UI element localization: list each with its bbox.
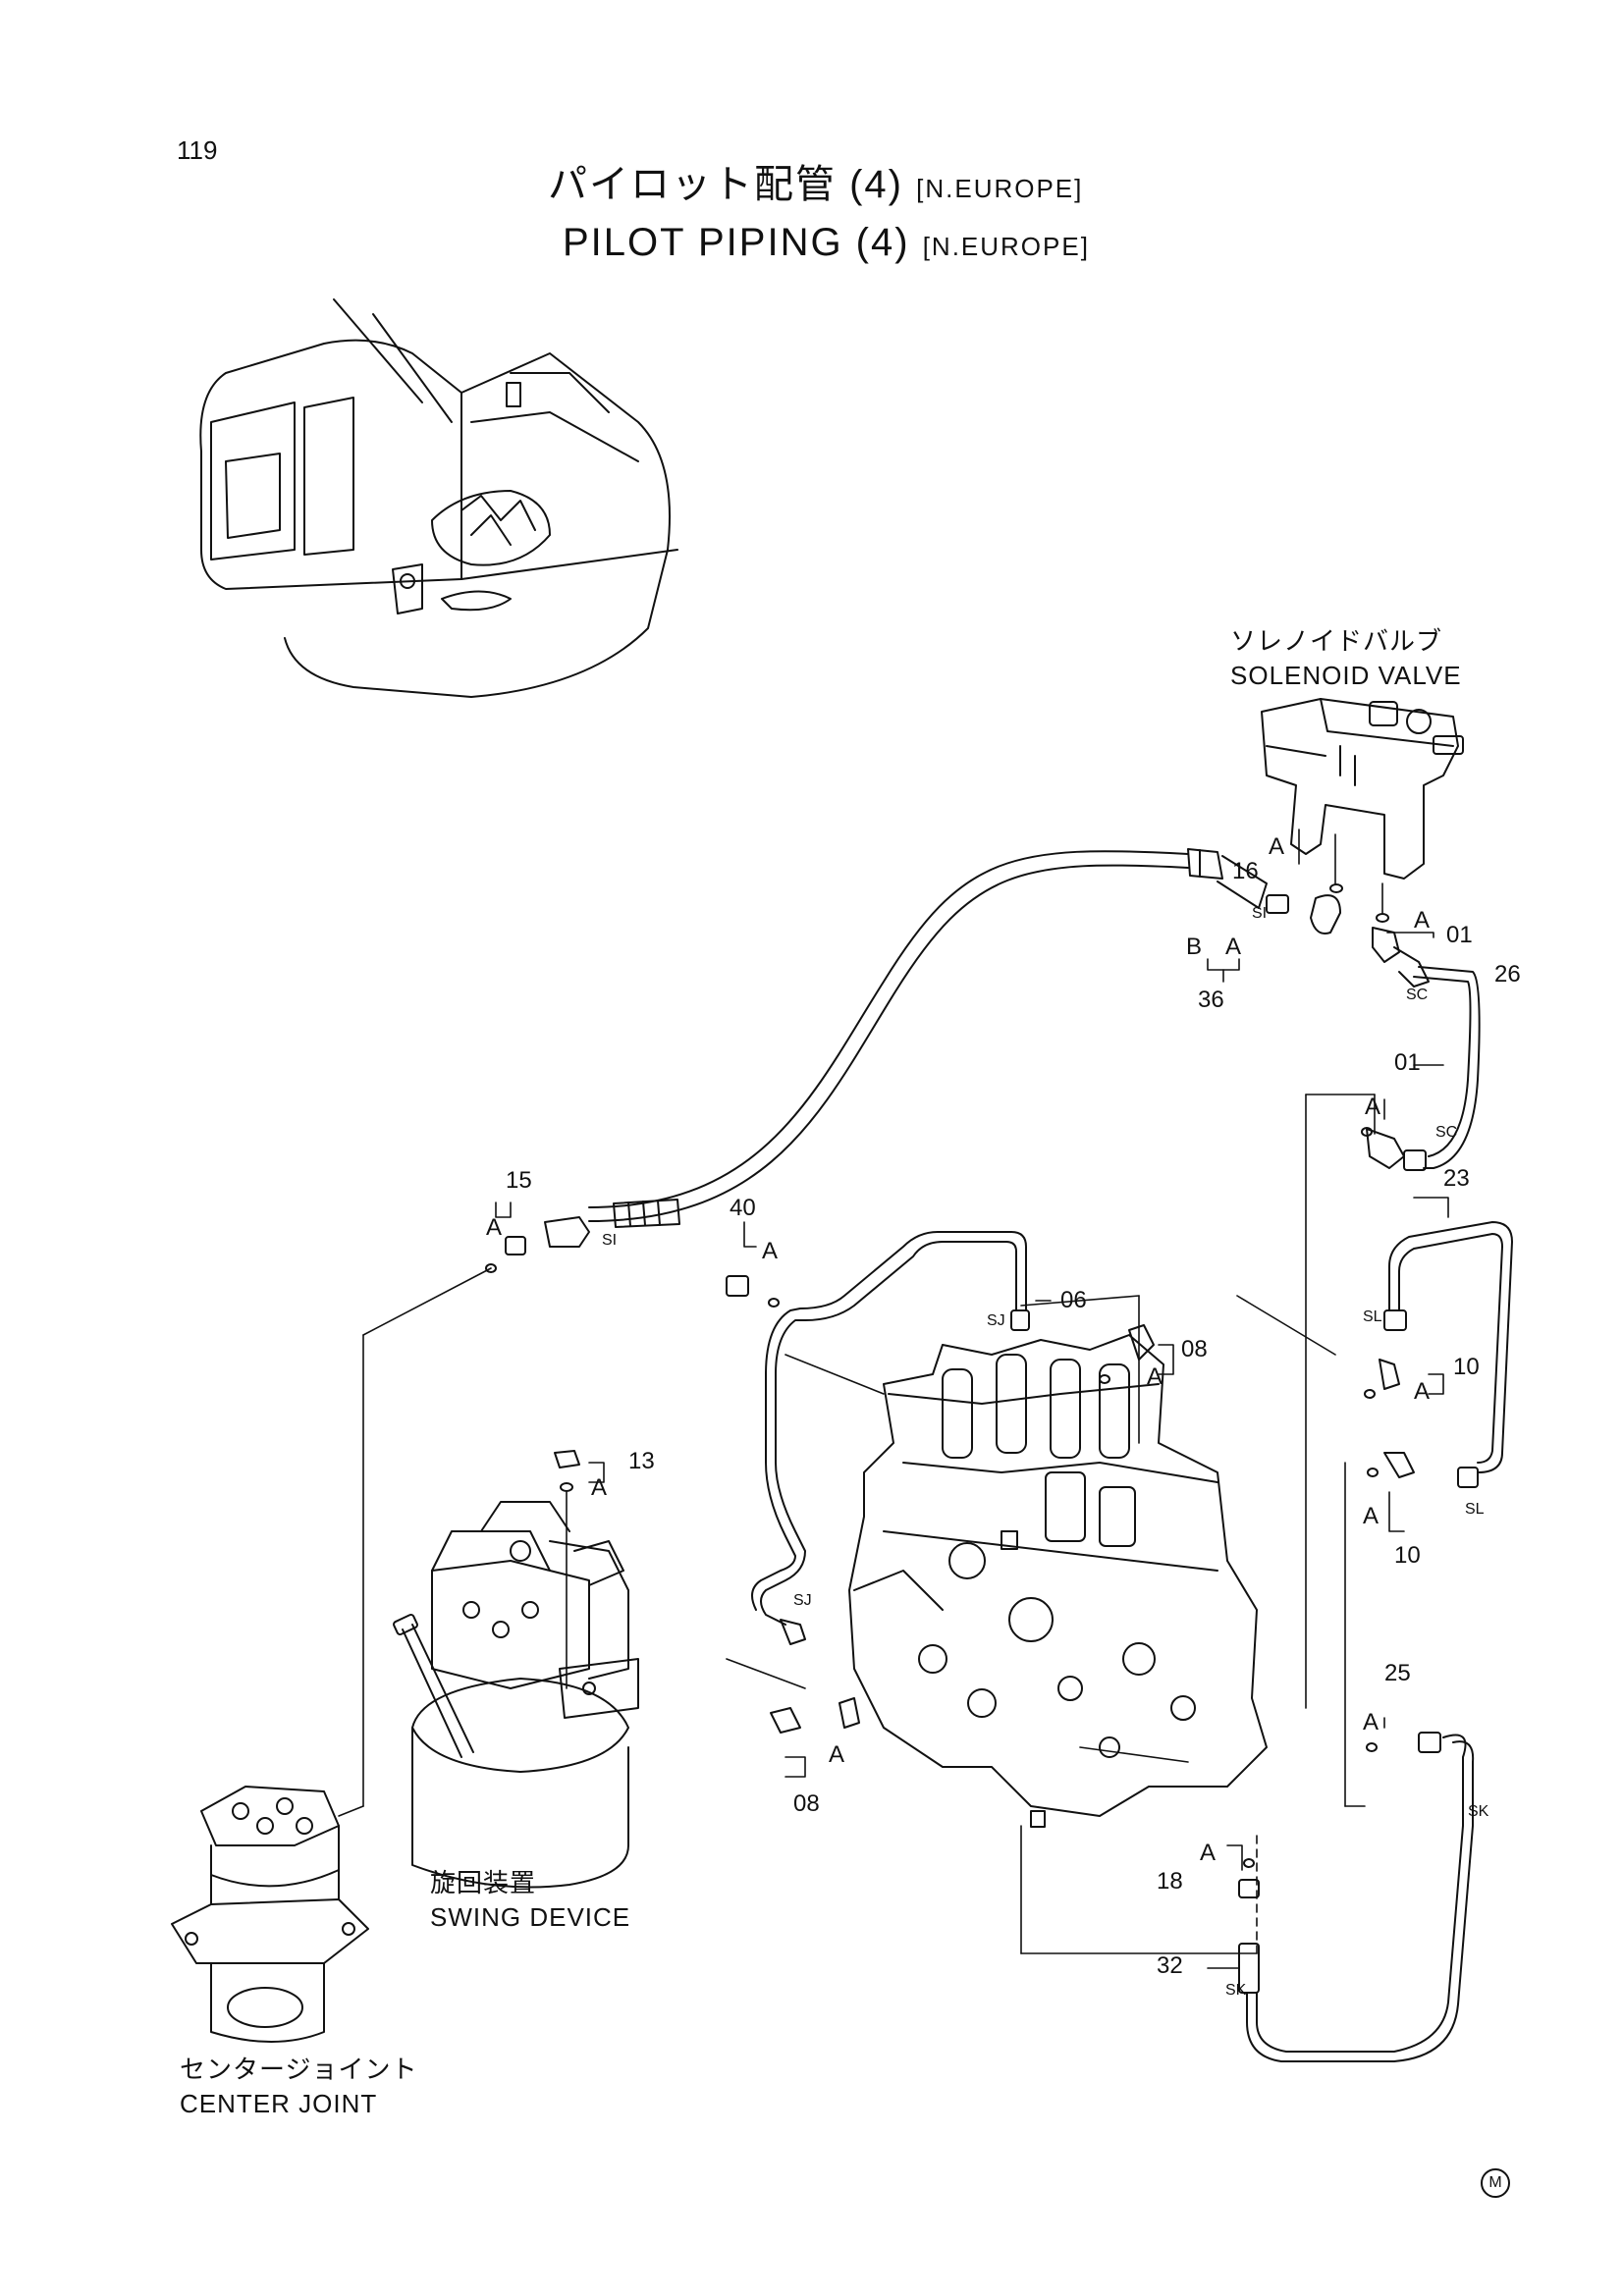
- excavator-overview-illustration: [199, 298, 678, 698]
- center-joint-illustration: [171, 1786, 369, 2043]
- port-label-si-lower: SI: [602, 1232, 617, 1249]
- callout-23: 23: [1443, 1165, 1470, 1192]
- hose-36: [588, 848, 1268, 1228]
- fittings-misc: [554, 1324, 1415, 1752]
- control-valve-illustration: [848, 1334, 1268, 1828]
- center-joint-label-jp: センタージョイント: [180, 2055, 418, 2084]
- callout-A-40: A: [762, 1238, 778, 1264]
- manufacturer-mark: M: [1481, 2168, 1510, 2198]
- callout-A-08b: A: [829, 1741, 844, 1768]
- port-label-sc-lower: SC: [1435, 1124, 1457, 1141]
- callout-labels: 16 A A 01 26 B A 36 01 A 23 15 A 40 A 06…: [486, 833, 1521, 1979]
- leader-lines: [338, 828, 1383, 1954]
- port-label-sk-upper: SK: [1468, 1803, 1489, 1820]
- pipe-23: [1383, 1221, 1513, 1488]
- port-label-sk-lower: SK: [1225, 1982, 1247, 1999]
- fittings-left-area: [485, 1216, 780, 1308]
- solenoid-valve-illustration: [1261, 698, 1464, 880]
- callout-brackets: [495, 932, 1449, 1969]
- callout-08-lower: 08: [793, 1790, 820, 1817]
- pipe-25-32: [1238, 1732, 1475, 2062]
- title-english-main: PILOT PIPING (4): [563, 221, 910, 264]
- callout-06: 06: [1060, 1287, 1087, 1313]
- callout-A-15: A: [486, 1214, 502, 1241]
- callout-A-08a: A: [1147, 1363, 1163, 1390]
- callout-26: 26: [1494, 961, 1521, 988]
- callout-01-lower: 01: [1394, 1049, 1421, 1076]
- callout-A-13: A: [591, 1474, 607, 1501]
- port-label-sj-lower: SJ: [793, 1592, 812, 1609]
- callout-08-upper: 08: [1181, 1336, 1208, 1362]
- callout-13: 13: [628, 1448, 655, 1474]
- fittings-solenoid-area: [1266, 883, 1481, 1171]
- callout-16: 16: [1232, 858, 1259, 884]
- pipe-06: [751, 1231, 1030, 1645]
- callout-10-upper: 10: [1453, 1354, 1480, 1380]
- callout-15: 15: [506, 1167, 532, 1194]
- port-label-sj-upper: SJ: [987, 1312, 1005, 1329]
- callout-A-25: A: [1363, 1709, 1379, 1735]
- center-joint-label-en: CENTER JOINT: [180, 2089, 378, 2118]
- port-label-sl-lower: SL: [1465, 1501, 1485, 1518]
- port-label-si-upper: SI: [1252, 905, 1267, 922]
- port-labels: SI SC SC SI SJ SL SL SJ SK SK: [602, 905, 1489, 1999]
- callout-A-10a: A: [1414, 1378, 1430, 1405]
- callout-A-36: A: [1225, 934, 1241, 960]
- callout-18: 18: [1157, 1868, 1183, 1895]
- callout-25: 25: [1384, 1660, 1411, 1686]
- port-label-sl-upper: SL: [1363, 1308, 1382, 1325]
- port-label-sc-upper: SC: [1406, 987, 1428, 1003]
- callout-40: 40: [730, 1195, 756, 1221]
- title-japanese-main: パイロット配管 (4): [548, 163, 903, 206]
- title-english: PILOT PIPING (4) [N.EUROPE]: [563, 223, 1090, 262]
- callout-36: 36: [1198, 987, 1224, 1013]
- solenoid-valve-label-jp: ソレノイドバルブ: [1230, 626, 1443, 656]
- callout-A-01b: A: [1365, 1094, 1380, 1120]
- callout-32: 32: [1157, 1952, 1183, 1979]
- callout-10-lower: 10: [1394, 1542, 1421, 1569]
- swing-device-label-en: SWING DEVICE: [430, 1902, 631, 1932]
- callout-A-18: A: [1200, 1840, 1216, 1866]
- page-number: 119: [177, 135, 218, 165]
- title-japanese: パイロット配管 (4) [N.EUROPE]: [548, 165, 1083, 204]
- callout-A-16: A: [1269, 833, 1284, 860]
- callout-A-01a: A: [1414, 907, 1430, 934]
- title-japanese-region: [N.EUROPE]: [916, 174, 1084, 203]
- callout-01-upper: 01: [1446, 922, 1473, 948]
- solenoid-valve-label-en: SOLENOID VALVE: [1230, 661, 1462, 690]
- title-english-region: [N.EUROPE]: [922, 232, 1090, 261]
- callout-A-10b: A: [1363, 1503, 1379, 1529]
- callout-B-36: B: [1186, 934, 1202, 960]
- swing-device-illustration: [393, 1501, 639, 1889]
